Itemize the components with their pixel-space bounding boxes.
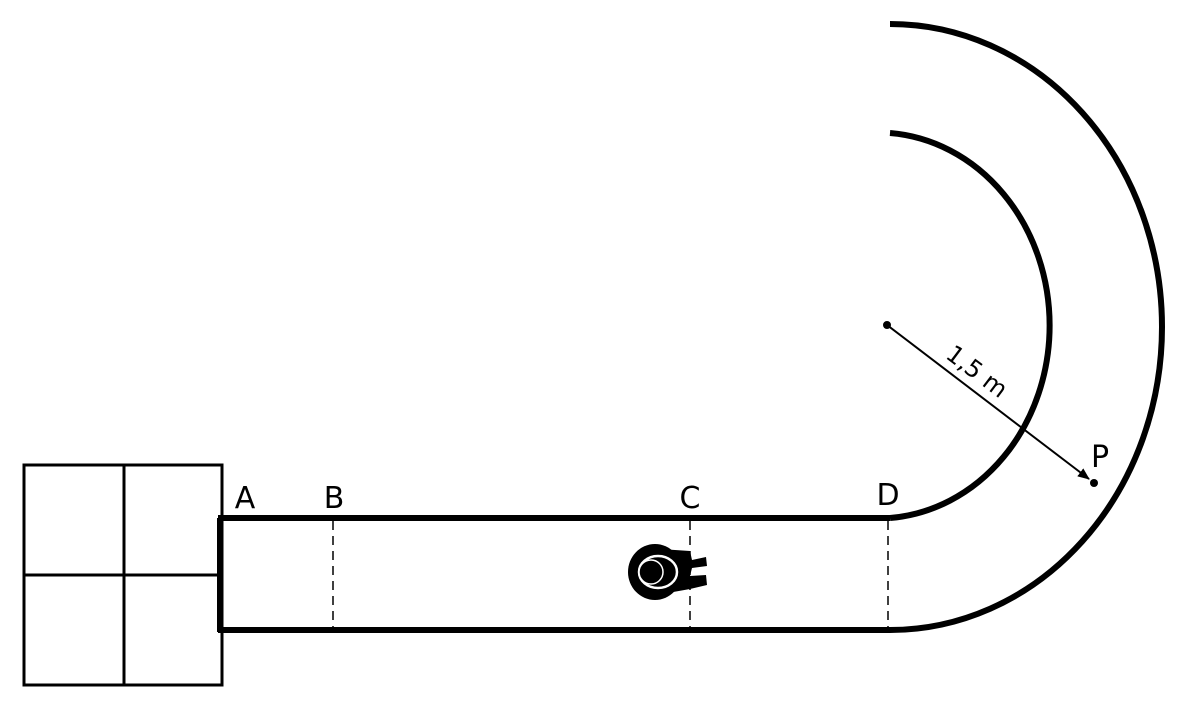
straight-track <box>217 515 890 633</box>
label-a: A <box>235 481 256 516</box>
point-labels: A B C D P <box>235 440 1109 516</box>
skater-icon <box>628 544 707 600</box>
label-d: D <box>876 478 899 513</box>
section-markers <box>332 521 889 628</box>
radius-dimension: 1,5 m <box>883 321 1098 487</box>
radius-arrow <box>886 324 1090 480</box>
point-p-dot <box>1090 479 1098 487</box>
label-p: P <box>1091 440 1109 475</box>
grid-block <box>22 463 224 687</box>
label-b: B <box>324 481 345 516</box>
curved-track <box>889 21 1165 633</box>
outer-curve <box>889 21 1165 633</box>
label-c: C <box>680 481 701 516</box>
inner-curve <box>889 130 1053 521</box>
